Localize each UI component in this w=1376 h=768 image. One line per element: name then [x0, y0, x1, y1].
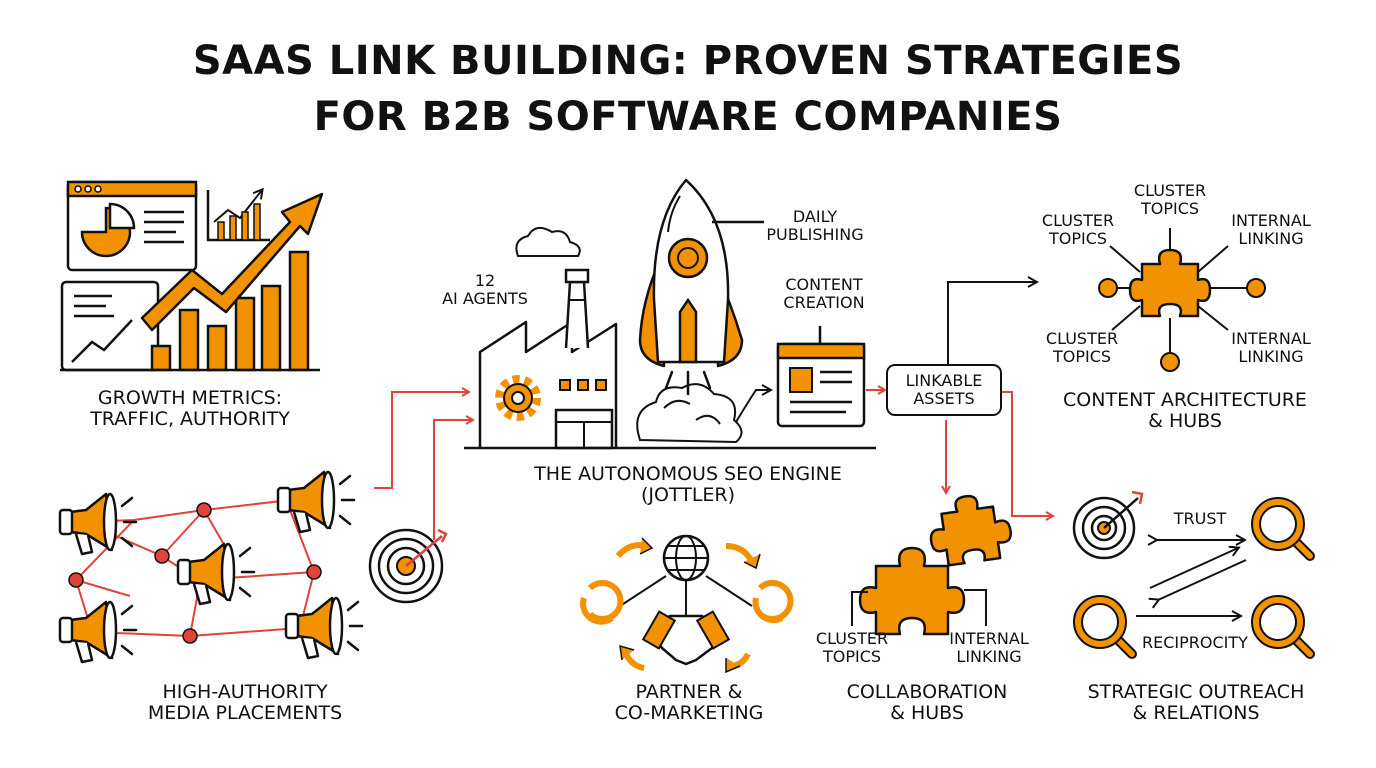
magnifier-icon	[1252, 596, 1310, 654]
media-network	[58, 470, 364, 664]
ai-agents-line1: 12	[474, 271, 496, 290]
megaphone-icon	[58, 600, 138, 664]
collab-internal: INTERNAL LINKING	[934, 629, 1044, 667]
arch-cluster-bottom-line1: CLUSTER	[1045, 329, 1119, 348]
daily-publishing-line2: PUBLISHING	[766, 225, 864, 245]
partner-label: PARTNER & CO-MARKETING	[584, 681, 794, 725]
collab-cluster-line2: TOPICS	[822, 647, 882, 667]
media-label-line1: HIGH-AUTHORITY	[162, 681, 328, 703]
collab-puzzle-icon	[851, 494, 1012, 636]
linkable-assets-line1: LINKABLE	[905, 371, 983, 390]
factory-icon	[478, 226, 618, 450]
collab-label-line1: COLLABORATION	[846, 681, 1008, 703]
architecture-label-line2: & HUBS	[1148, 410, 1222, 433]
rocket-icon	[636, 178, 764, 444]
engine-label-line2: (JOTTLER)	[640, 484, 736, 507]
outreach-label: STRATEGIC OUTREACH & RELATIONS	[1056, 681, 1336, 725]
growth-dashboard-icon	[60, 180, 324, 372]
outreach-label-line1: STRATEGIC OUTREACH	[1087, 681, 1305, 703]
connector-assets-outreach	[1000, 391, 1052, 516]
engine-label-line1: THE AUTONOMOUS SEO ENGINE	[534, 463, 842, 485]
collab-internal-line2: LINKING	[956, 647, 1022, 667]
megaphone-icon	[276, 470, 356, 534]
arch-internal-right-line1: INTERNAL	[1231, 211, 1311, 230]
content-doc-icon	[776, 326, 866, 428]
content-creation-label: CONTENT CREATION	[768, 275, 880, 313]
arch-internal-right-line2: LINKING	[1238, 229, 1304, 249]
megaphone-icon	[284, 596, 364, 660]
linkable-assets-box: LINKABLE ASSETS	[886, 364, 1002, 417]
collab-label: COLLABORATION & HUBS	[822, 681, 1032, 725]
ai-agents-label: 12 AI AGENTS	[430, 271, 540, 309]
collab-cluster-line1: CLUSTER	[815, 629, 889, 648]
partner-label-line1: PARTNER &	[635, 681, 743, 703]
arch-internal-bottom-line1: INTERNAL	[1231, 329, 1311, 348]
puzzle-icon	[1128, 248, 1212, 318]
magnifier-icon	[1074, 596, 1132, 654]
arch-internal-bottom: INTERNAL LINKING	[1216, 329, 1326, 367]
content-creation-line1: CONTENT	[785, 275, 863, 294]
engine-label: THE AUTONOMOUS SEO ENGINE (JOTTLER)	[470, 463, 906, 507]
target-icon	[368, 528, 448, 604]
trust-label: TRUST	[1173, 509, 1227, 528]
collab-label-line2: & HUBS	[890, 702, 964, 725]
partner-label-line2: CO-MARKETING	[614, 702, 764, 725]
magnifier-icon	[1252, 498, 1310, 556]
arch-cluster-bottom: CLUSTER TOPICS	[1030, 329, 1134, 367]
arch-internal-bottom-line2: LINKING	[1238, 347, 1304, 367]
outreach-label-line2: & RELATIONS	[1132, 702, 1260, 725]
arch-cluster-top: CLUSTER TOPICS	[1118, 181, 1222, 219]
growth-label: GROWTH METRICS: TRAFFIC, AUTHORITY	[60, 387, 320, 431]
reciprocity-label: RECIPROCITY	[1142, 633, 1248, 652]
connector-assets-architecture	[947, 282, 1036, 364]
connector-media-engine	[374, 392, 468, 489]
partner-icon	[580, 534, 794, 674]
collab-cluster: CLUSTER TOPICS	[800, 629, 904, 667]
diagonal-arrow	[1149, 548, 1238, 589]
content-creation-line2: CREATION	[783, 293, 865, 313]
arch-cluster-top-line2: TOPICS	[1140, 199, 1200, 219]
arch-cluster-top-line1: CLUSTER	[1133, 181, 1207, 200]
daily-publishing-label: DAILY PUBLISHING	[760, 207, 870, 245]
architecture-hub	[1098, 228, 1266, 372]
page-title-line2: FOR B2B SOFTWARE COMPANIES	[313, 94, 1063, 140]
page-title: SAAS LINK BUILDING: PROVEN STRATEGIES	[192, 38, 1184, 84]
media-label-line2: MEDIA PLACEMENTS	[147, 702, 343, 725]
architecture-label-line1: CONTENT ARCHITECTURE	[1063, 389, 1307, 411]
growth-label-line2: TRAFFIC, AUTHORITY	[90, 408, 290, 431]
arch-cluster-left-line2: TOPICS	[1048, 229, 1108, 249]
connector-target-engine	[433, 420, 472, 540]
ai-agents-line2: AI AGENTS	[442, 289, 528, 309]
connector-rocket-content	[735, 390, 770, 423]
arch-cluster-bottom-line2: TOPICS	[1052, 347, 1112, 367]
arch-internal-right: INTERNAL LINKING	[1216, 211, 1326, 249]
megaphone-icon	[176, 542, 256, 606]
architecture-label: CONTENT ARCHITECTURE & HUBS	[1030, 389, 1340, 433]
megaphone-icon	[58, 492, 138, 556]
media-label: HIGH-AUTHORITY MEDIA PLACEMENTS	[110, 681, 380, 725]
arch-cluster-left: CLUSTER TOPICS	[1026, 211, 1130, 249]
linkable-assets-line2: ASSETS	[913, 389, 975, 409]
daily-publishing-line1: DAILY	[792, 207, 838, 226]
collab-internal-line1: INTERNAL	[949, 629, 1029, 648]
growth-label-line1: GROWTH METRICS:	[97, 387, 283, 409]
arch-cluster-left-line1: CLUSTER	[1041, 211, 1115, 230]
outreach-target-icon	[1072, 490, 1144, 560]
diagonal-arrow	[1158, 559, 1247, 600]
